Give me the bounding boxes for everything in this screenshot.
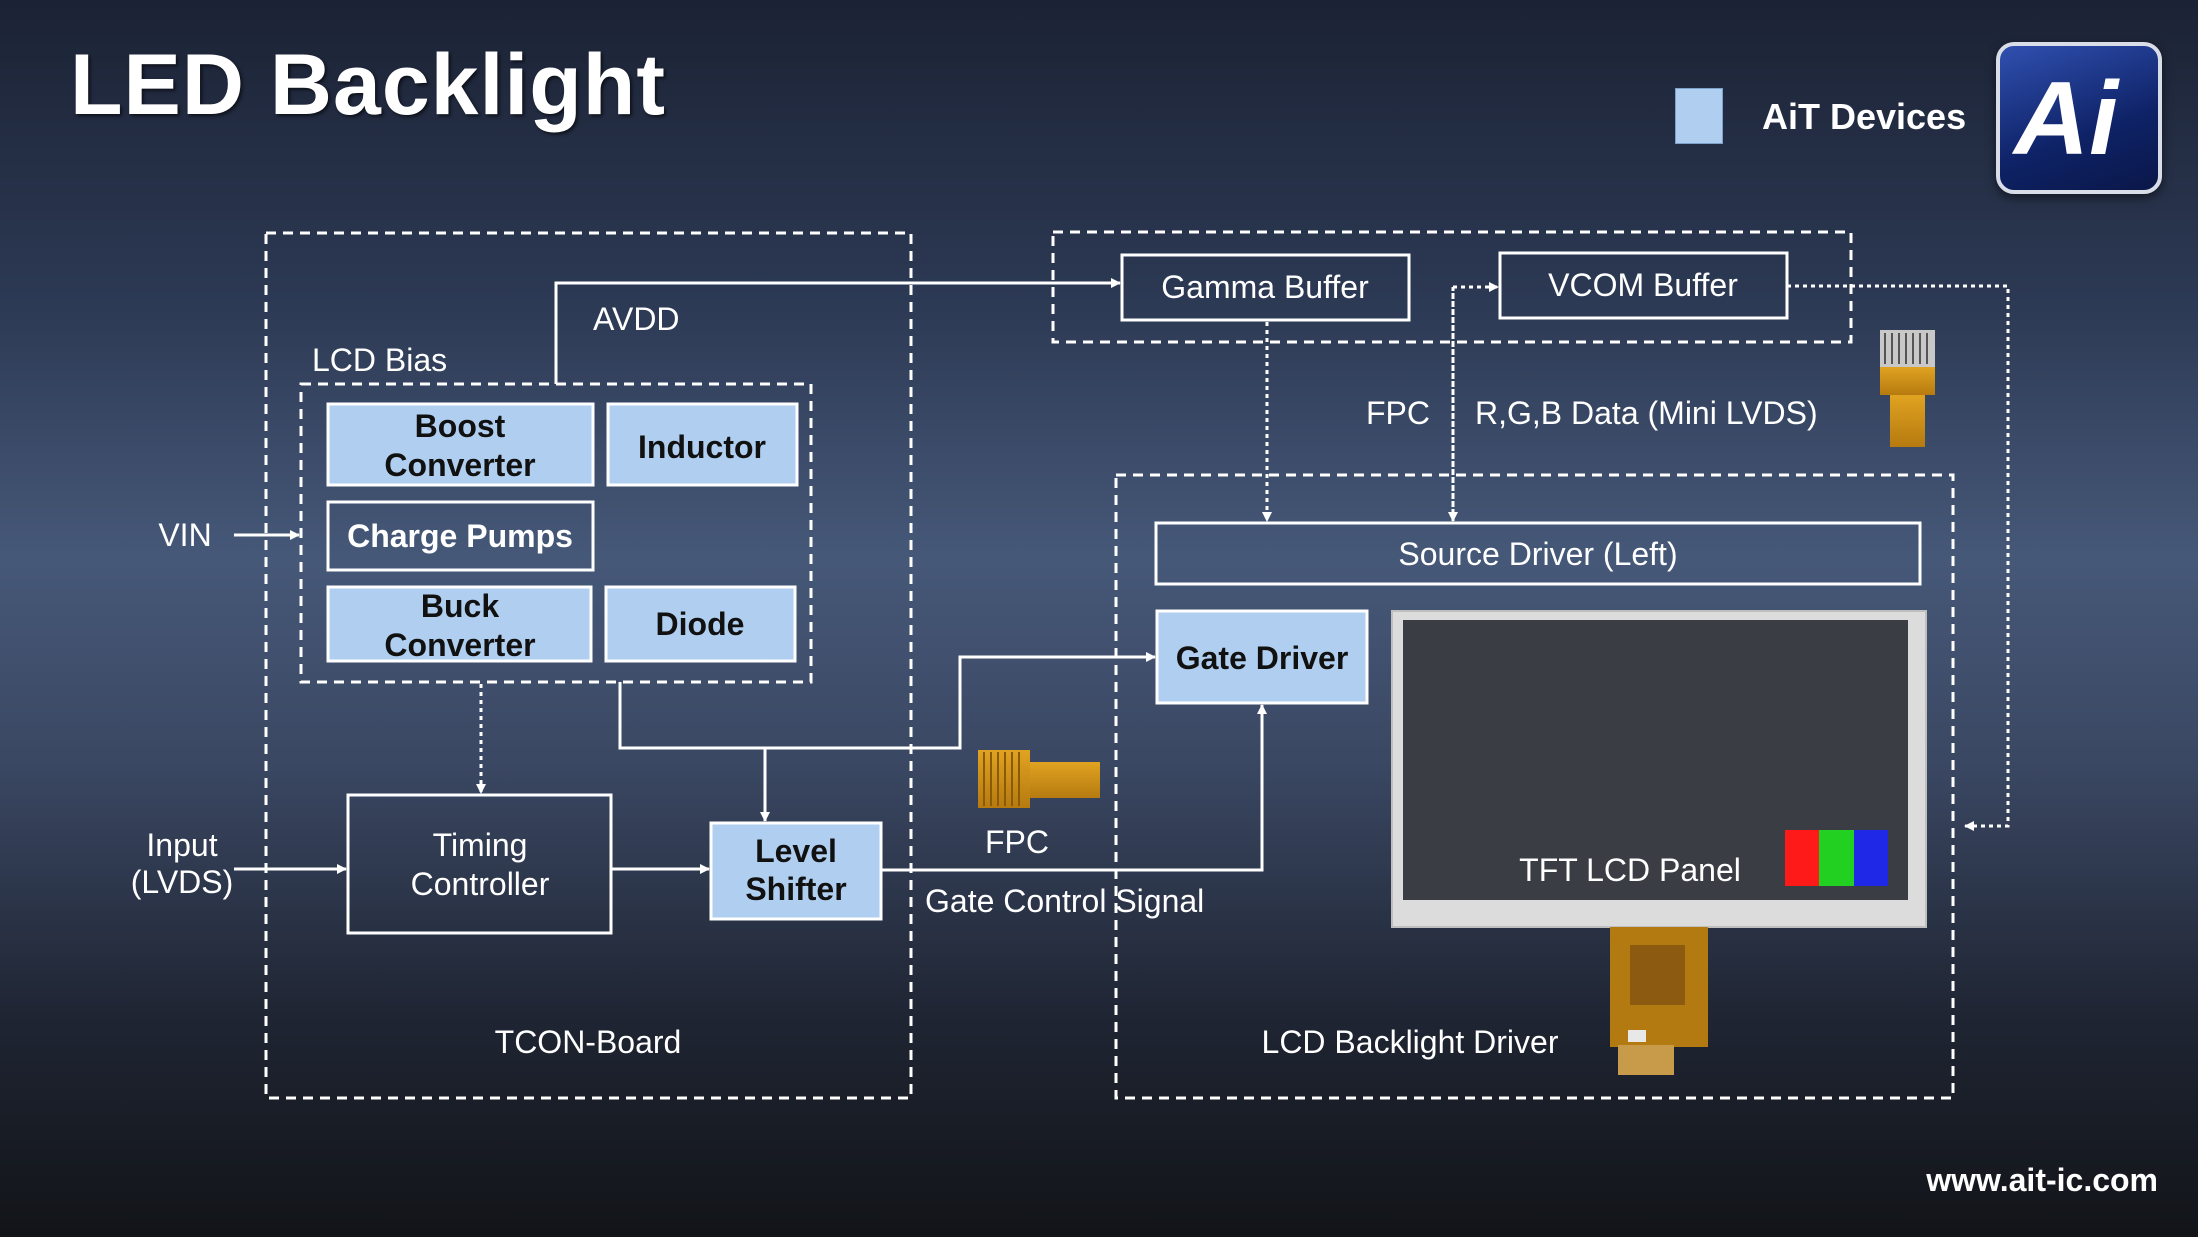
vcom-buffer-label: VCOM Buffer xyxy=(1548,267,1738,303)
buck-converter-block xyxy=(326,585,593,663)
input-label-1: Input xyxy=(146,827,217,863)
timing-controller-block xyxy=(346,793,613,935)
rgb-green xyxy=(1819,830,1854,886)
tcon-board-label: TCON-Board xyxy=(495,1024,682,1060)
tft-panel-label: TFT LCD Panel xyxy=(1519,852,1741,888)
fpc-mid-label: FPC xyxy=(985,824,1049,860)
level-shifter-label-2: Shifter xyxy=(745,871,846,907)
source-driver-block xyxy=(1154,521,1922,586)
boost-converter-label-2: Converter xyxy=(384,447,535,483)
fpc-cable-icon-panel xyxy=(1610,927,1708,1075)
level-shifter-block xyxy=(709,821,883,921)
avdd-label: AVDD xyxy=(593,301,680,337)
rgb-data-label: R,G,B Data (Mini LVDS) xyxy=(1475,395,1818,431)
tcon-board-region xyxy=(264,231,913,1100)
website-url: www.ait-ic.com xyxy=(1926,1162,2158,1198)
timing-controller-label-1: Timing xyxy=(433,827,528,863)
page-title: LED Backlight xyxy=(70,37,666,133)
rgb-red xyxy=(1785,830,1819,886)
diode-label: Diode xyxy=(656,606,745,642)
inductor-block xyxy=(606,402,799,487)
buck-converter-label-2: Converter xyxy=(384,627,535,663)
ait-logo-text: Ai xyxy=(2011,61,2120,177)
gamma-buffer-block xyxy=(1120,253,1411,322)
level-shifter-label-1: Level xyxy=(755,833,837,869)
fpc-cable-icon-top xyxy=(1880,330,1935,447)
fpc-cable-icon-mid xyxy=(978,750,1100,808)
backlight-driver-region xyxy=(1114,473,1955,1100)
lcd-bias-label: LCD Bias xyxy=(312,342,447,378)
legend-label: AiT Devices xyxy=(1762,96,1967,137)
gate-driver-block xyxy=(1155,609,1369,705)
inductor-label: Inductor xyxy=(638,429,766,465)
boost-converter-label-1: Boost xyxy=(415,408,506,444)
fpc-top-label: FPC xyxy=(1366,395,1430,431)
gate-control-signal-label: Gate Control Signal xyxy=(925,883,1204,919)
charge-pumps-label: Charge Pumps xyxy=(347,518,573,554)
gate-driver-label: Gate Driver xyxy=(1176,640,1349,676)
backlight-driver-label: LCD Backlight Driver xyxy=(1262,1024,1559,1060)
ait-logo: Ai xyxy=(1996,42,2162,194)
vin-label: VIN xyxy=(158,517,211,553)
input-label-2: (LVDS) xyxy=(131,864,234,900)
gamma-buffer-label: Gamma Buffer xyxy=(1161,269,1369,305)
legend-swatch xyxy=(1675,88,1723,144)
buck-converter-label-1: Buck xyxy=(421,588,499,624)
source-driver-label: Source Driver (Left) xyxy=(1398,536,1677,572)
rgb-blue xyxy=(1854,830,1888,886)
timing-controller-label-2: Controller xyxy=(411,866,550,902)
diode-block xyxy=(604,585,797,663)
boost-converter-block xyxy=(326,402,595,487)
charge-pumps-block xyxy=(326,500,595,572)
ait-logo-icon: Ai xyxy=(2011,61,2120,177)
